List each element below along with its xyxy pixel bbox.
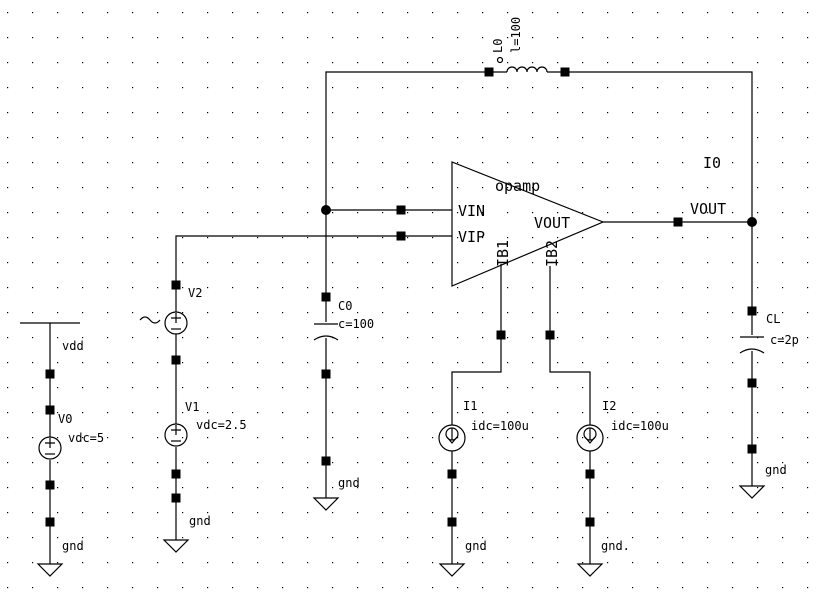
opamp-ib1-label: IB1 [494, 240, 512, 267]
plus-icon [45, 438, 55, 448]
pin-markers [45, 67, 757, 527]
gnd-label-c0: gnd [338, 476, 360, 490]
v0-value: vdc=5 [68, 431, 104, 445]
vdd-label: vdd [62, 339, 84, 353]
gnd-label-v1: gnd [189, 514, 211, 528]
i1-name: I1 [463, 399, 477, 413]
ground-icon[interactable] [162, 539, 190, 553]
pin-marker[interactable] [171, 355, 181, 365]
pin-marker[interactable] [496, 330, 506, 340]
pin-marker[interactable] [747, 306, 757, 316]
source-circle-icon [38, 436, 62, 460]
capacitor-cl[interactable] [739, 336, 765, 354]
gnd-label-i2: gnd. [601, 539, 630, 553]
background-grid [7, 12, 809, 589]
source-circle-icon [164, 423, 188, 447]
wires [20, 71, 753, 564]
capacitor-c0[interactable] [313, 323, 339, 341]
pin-marker[interactable] [447, 517, 457, 527]
junction-dot[interactable] [321, 205, 331, 215]
capacitor-curved-plate-icon [313, 335, 339, 341]
v2-name: V2 [188, 286, 202, 300]
pin-marker[interactable] [45, 480, 55, 490]
ground-icon[interactable] [36, 563, 64, 577]
pin-marker[interactable] [673, 217, 683, 227]
voltage-source-v0[interactable] [38, 436, 62, 460]
plus-icon [171, 425, 181, 435]
pin-marker[interactable] [321, 292, 331, 302]
v0-name: V0 [58, 412, 72, 426]
inductor-coil-icon [506, 66, 548, 73]
arrow-down-icon [584, 428, 596, 444]
v1-value: vdc=2.5 [196, 418, 247, 432]
junction-dot[interactable] [747, 217, 757, 227]
pin-marker[interactable] [560, 67, 570, 77]
wire-feedback-left[interactable] [325, 71, 489, 210]
pin-marker[interactable] [545, 330, 555, 340]
source-circle-icon [576, 424, 604, 452]
sine-wave-icon [139, 316, 161, 324]
c0-value: c=100 [338, 317, 374, 331]
inductor-name: L0 [491, 39, 505, 53]
source-circle-icon [438, 424, 466, 452]
opamp-vin-label: VIN [458, 202, 485, 220]
i1-value: idc=100u [471, 419, 529, 433]
junction-dots [321, 205, 757, 227]
gnd-label-v0: gnd [62, 539, 84, 553]
pin-marker[interactable] [45, 517, 55, 527]
pin-marker[interactable] [585, 517, 595, 527]
pin-marker[interactable] [396, 231, 406, 241]
pin-marker[interactable] [747, 444, 757, 454]
wire-feedback-right[interactable] [565, 71, 753, 222]
arrow-down-icon [446, 428, 458, 444]
source-circle-icon [164, 311, 188, 335]
pin-marker[interactable] [585, 469, 595, 479]
ground-icon[interactable] [738, 485, 766, 499]
cl-name: CL [766, 312, 780, 326]
opamp-symbol[interactable] [451, 161, 605, 287]
v1-name: V1 [185, 400, 199, 414]
capacitor-curved-plate-icon [739, 348, 765, 354]
gnd-label-i1: gnd [465, 539, 487, 553]
pin-marker[interactable] [171, 493, 181, 503]
plus-icon [171, 313, 181, 323]
opamp-vout-label: VOUT [534, 214, 570, 232]
pin-marker[interactable] [747, 378, 757, 388]
wire-vip[interactable] [175, 235, 452, 285]
pin-marker[interactable] [171, 469, 181, 479]
ground-icon[interactable] [312, 497, 340, 511]
opamp-triangle[interactable] [451, 161, 605, 287]
wire-ib2[interactable] [549, 266, 591, 425]
pin-marker[interactable] [171, 280, 181, 290]
pin-marker[interactable] [396, 205, 406, 215]
i2-value: idc=100u [611, 419, 669, 433]
cl-value: c=2p [770, 333, 799, 347]
pin-marker[interactable] [484, 67, 494, 77]
gnd-label-cl: gnd [765, 463, 787, 477]
ground-icon[interactable] [438, 563, 466, 577]
pin-marker[interactable] [321, 369, 331, 379]
pin-marker[interactable] [45, 405, 55, 415]
inductor-dot-icon [496, 56, 504, 64]
opamp-instance-label: I0 [703, 154, 721, 172]
inductor-value: l=100 [509, 17, 523, 53]
c0-name: C0 [338, 299, 352, 313]
pin-marker[interactable] [45, 369, 55, 379]
inductor-l0[interactable] [489, 56, 565, 73]
pin-marker[interactable] [321, 456, 331, 466]
pin-marker[interactable] [447, 469, 457, 479]
opamp-cell-label: opamp [495, 177, 540, 195]
opamp-ib2-label: IB2 [543, 240, 561, 267]
wire-ib1[interactable] [451, 278, 502, 425]
opamp-vip-label: VIP [458, 228, 485, 246]
ground-icon[interactable] [576, 563, 604, 577]
ground-symbols [36, 485, 766, 577]
current-source-i1[interactable] [438, 424, 466, 452]
i2-name: I2 [602, 399, 616, 413]
voltage-source-v2[interactable] [139, 311, 188, 335]
voltage-source-v1[interactable] [164, 423, 188, 447]
net-vout-label: VOUT [690, 200, 726, 218]
current-source-i2[interactable] [576, 424, 604, 452]
